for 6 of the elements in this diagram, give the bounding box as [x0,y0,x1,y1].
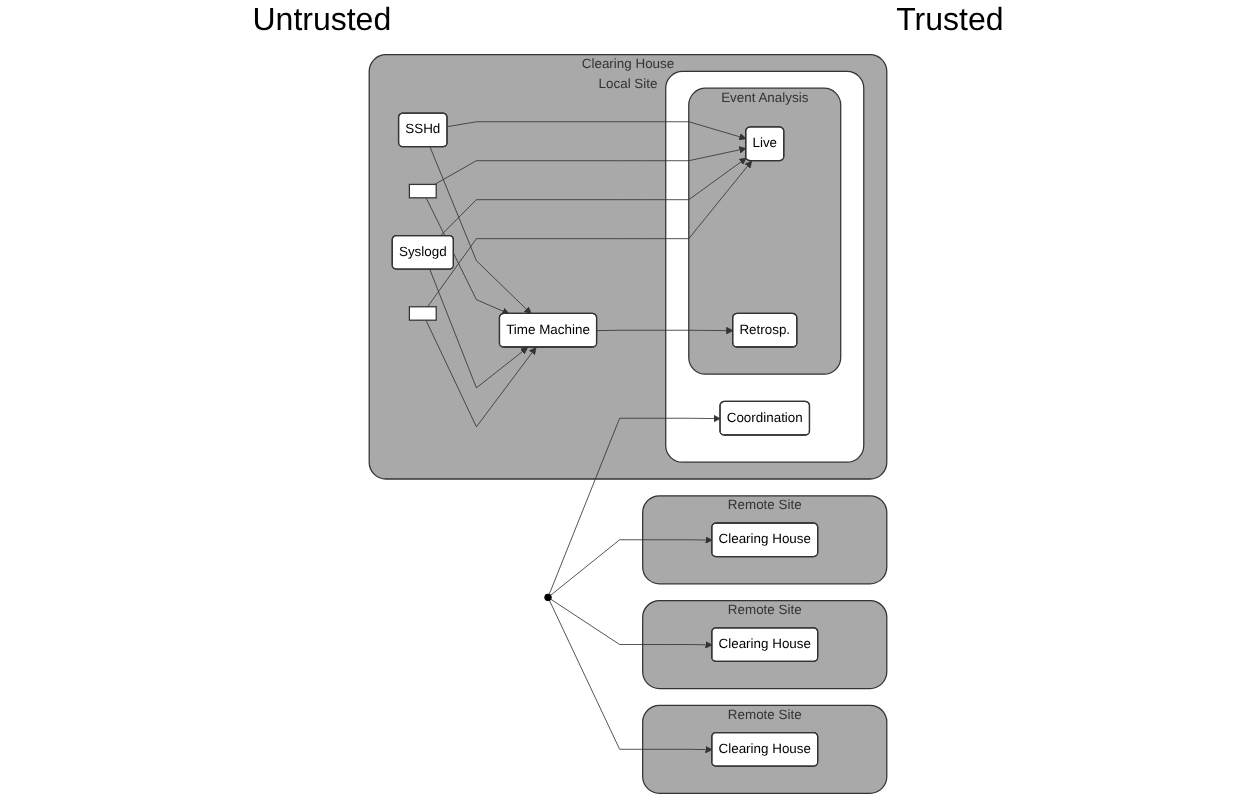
region-label: Trusted [896,4,1004,42]
node-circle [544,593,552,602]
node-box [408,183,437,199]
cluster [665,70,865,463]
node-box [408,306,437,321]
region-label: Untrusted [252,4,392,42]
